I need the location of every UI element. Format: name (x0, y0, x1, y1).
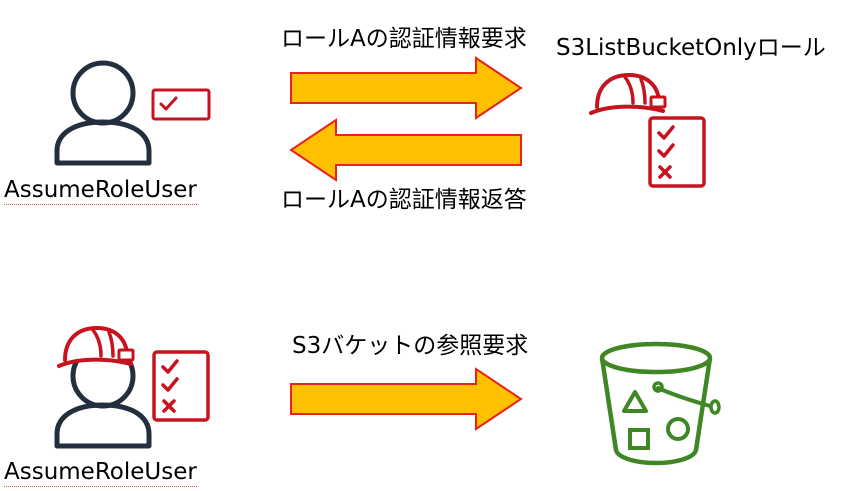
helmet-icon (589, 72, 667, 115)
bottom-request-label: S3バケットの参照要求 (292, 333, 529, 359)
role-label: S3ListBucketOnlyロール (556, 35, 826, 61)
bottom-user-label: AssumeRoleUser (4, 459, 197, 487)
top-request-label: ロールAの認証情報要求 (281, 26, 527, 52)
permissions-checklist-icon (648, 116, 706, 188)
role-check-icon (151, 88, 211, 121)
request-arrow-right (290, 56, 523, 120)
top-user-label: AssumeRoleUser (4, 177, 197, 205)
return-arrow-left (289, 118, 522, 182)
bucket-request-arrow-right (290, 367, 523, 431)
permissions-checklist-icon (152, 350, 210, 422)
s3-bucket-icon (599, 341, 721, 466)
top-return-label: ロールAの認証情報返答 (281, 187, 527, 213)
user-icon (54, 60, 152, 166)
helmet-icon (57, 325, 135, 368)
